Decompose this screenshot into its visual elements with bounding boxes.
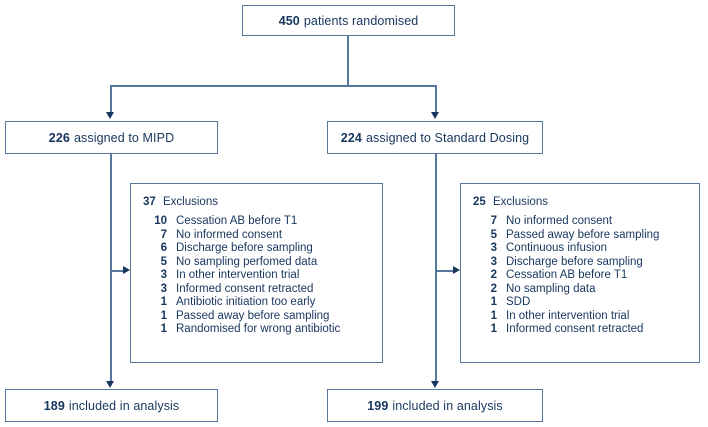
arrowhead-right-result-icon xyxy=(431,381,439,388)
connector-drop-right xyxy=(435,85,437,113)
box-standard-dosing-exclusions: 25 Exclusions 7 No informed consent 5 Passe… xyxy=(460,183,700,363)
mipd-analysis-count: 189 xyxy=(43,398,65,413)
randomised-label: patients randomised xyxy=(303,13,419,28)
mipd-exclusions-count: 37 xyxy=(143,196,156,208)
standard-dosing-exclusions-header: 25 Exclusions xyxy=(461,195,699,209)
exclusion-item-label: Randomised for wrong antibiotic xyxy=(176,323,341,335)
standard-dosing-label: assigned to Standard Dosing xyxy=(365,130,530,145)
exclusion-item-label: Informed consent retracted xyxy=(176,282,314,295)
exclusion-item: 5 Passed away before sampling xyxy=(461,229,699,243)
exclusion-item-count: 1 xyxy=(160,296,167,308)
exclusion-item-count: 7 xyxy=(490,215,497,227)
exclusion-item-count: 2 xyxy=(490,269,497,281)
exclusion-item-count: 1 xyxy=(490,296,497,308)
exclusion-item-label: Informed consent retracted xyxy=(506,323,644,335)
exclusion-item-count: 1 xyxy=(160,309,167,322)
standard-dosing-exclusions-list: 7 No informed consent 5 Passed away before … xyxy=(461,215,699,337)
exclusion-item: 10 Cessation AB before T1 xyxy=(131,215,382,229)
exclusion-item: 1 Randomised for wrong antibiotic xyxy=(131,323,382,337)
box-standard-dosing-analysis: 199 included in analysis xyxy=(327,389,543,422)
exclusion-item: 1 Antibiotic initiation too early xyxy=(131,296,382,310)
box-mipd-analysis: 189 included in analysis xyxy=(5,389,218,422)
exclusion-item-count: 3 xyxy=(160,282,167,295)
exclusion-item: 2 Cessation AB before T1 xyxy=(461,269,699,283)
exclusion-item: 3 Informed consent retracted xyxy=(131,283,382,297)
exclusion-item: 1 In other intervention trial xyxy=(461,310,699,324)
exclusion-item-count: 3 xyxy=(490,255,497,268)
standard-dosing-analysis-count: 199 xyxy=(367,398,389,413)
exclusion-item: 7 No informed consent xyxy=(131,229,382,243)
exclusion-item-label: SDD xyxy=(506,296,531,308)
exclusion-item-label: No sampling perfomed data xyxy=(176,255,318,268)
mipd-analysis-label: included in analysis xyxy=(68,398,180,413)
mipd-exclusions-list: 10 Cessation AB before T1 7 No informed con… xyxy=(131,215,382,337)
connector-right-exclusions xyxy=(437,270,454,272)
exclusion-item-label: No informed consent xyxy=(176,228,283,241)
standard-dosing-analysis-label: included in analysis xyxy=(392,398,503,413)
exclusion-item-count: 3 xyxy=(490,242,497,254)
mipd-count: 226 xyxy=(48,130,70,145)
exclusion-item-count: 6 xyxy=(160,242,167,254)
exclusion-item-count: 5 xyxy=(490,228,497,241)
arrowhead-right-exclusions-icon xyxy=(453,266,460,274)
exclusion-item: 1 SDD xyxy=(461,296,699,310)
exclusion-item-label: No informed consent xyxy=(506,215,613,227)
randomised-count: 450 xyxy=(278,13,300,28)
exclusion-item-label: Passed away before sampling xyxy=(176,309,330,322)
exclusion-item: 3 In other intervention trial xyxy=(131,269,382,283)
exclusion-item: 6 Discharge before sampling xyxy=(131,242,382,256)
exclusion-item: 1 Informed consent retracted xyxy=(461,323,699,337)
arrowhead-left-result-icon xyxy=(106,381,114,388)
exclusion-item: 7 No informed consent xyxy=(461,215,699,229)
exclusion-item-label: In other intervention trial xyxy=(176,269,300,281)
box-standard-dosing-arm: 224 assigned to Standard Dosing xyxy=(327,121,543,154)
exclusion-item: 5 No sampling perfomed data xyxy=(131,256,382,270)
connector-branch xyxy=(110,85,437,87)
connector-top-stem xyxy=(347,36,349,86)
exclusion-item: 3 Continuous infusion xyxy=(461,242,699,256)
exclusion-item-label: In other intervention trial xyxy=(506,309,630,322)
exclusion-item: 1 Passed away before sampling xyxy=(131,310,382,324)
arrowhead-down-left-icon xyxy=(106,112,114,119)
arrowhead-left-exclusions-icon xyxy=(123,266,130,274)
standard-dosing-count: 224 xyxy=(340,130,362,145)
exclusion-item-count: 10 xyxy=(154,215,167,227)
connector-drop-left xyxy=(110,85,112,113)
exclusion-item-label: Cessation AB before T1 xyxy=(176,215,298,227)
standard-dosing-exclusions-count: 25 xyxy=(473,196,486,208)
exclusion-item-label: Discharge before sampling xyxy=(176,242,313,254)
exclusion-item: 2 No sampling data xyxy=(461,283,699,297)
exclusion-item-count: 7 xyxy=(160,228,167,241)
exclusion-item-label: Continuous infusion xyxy=(506,242,608,254)
exclusion-item-count: 2 xyxy=(490,282,497,295)
exclusion-item-count: 1 xyxy=(490,309,497,322)
exclusion-item-label: Cessation AB before T1 xyxy=(506,269,628,281)
exclusion-item-count: 3 xyxy=(160,269,167,281)
exclusion-item-label: No sampling data xyxy=(506,282,596,295)
exclusion-item-count: 1 xyxy=(490,323,497,335)
exclusion-item-count: 5 xyxy=(160,255,167,268)
mipd-label: assigned to MIPD xyxy=(73,130,175,145)
box-mipd-arm: 226 assigned to MIPD xyxy=(5,121,218,154)
standard-dosing-exclusions-label: Exclusions xyxy=(493,196,548,208)
exclusion-item: 3 Discharge before sampling xyxy=(461,256,699,270)
connector-left-flow xyxy=(110,154,112,382)
connector-left-exclusions xyxy=(112,270,124,272)
box-randomised: 450 patients randomised xyxy=(242,5,455,36)
exclusion-item-label: Antibiotic initiation too early xyxy=(176,296,316,308)
exclusion-item-label: Discharge before sampling xyxy=(506,255,643,268)
arrowhead-down-right-icon xyxy=(431,112,439,119)
connector-right-flow xyxy=(435,154,437,382)
mipd-exclusions-label: Exclusions xyxy=(163,196,218,208)
exclusion-item-count: 1 xyxy=(160,323,167,335)
mipd-exclusions-header: 37 Exclusions xyxy=(131,195,382,209)
exclusion-item-label: Passed away before sampling xyxy=(506,228,660,241)
